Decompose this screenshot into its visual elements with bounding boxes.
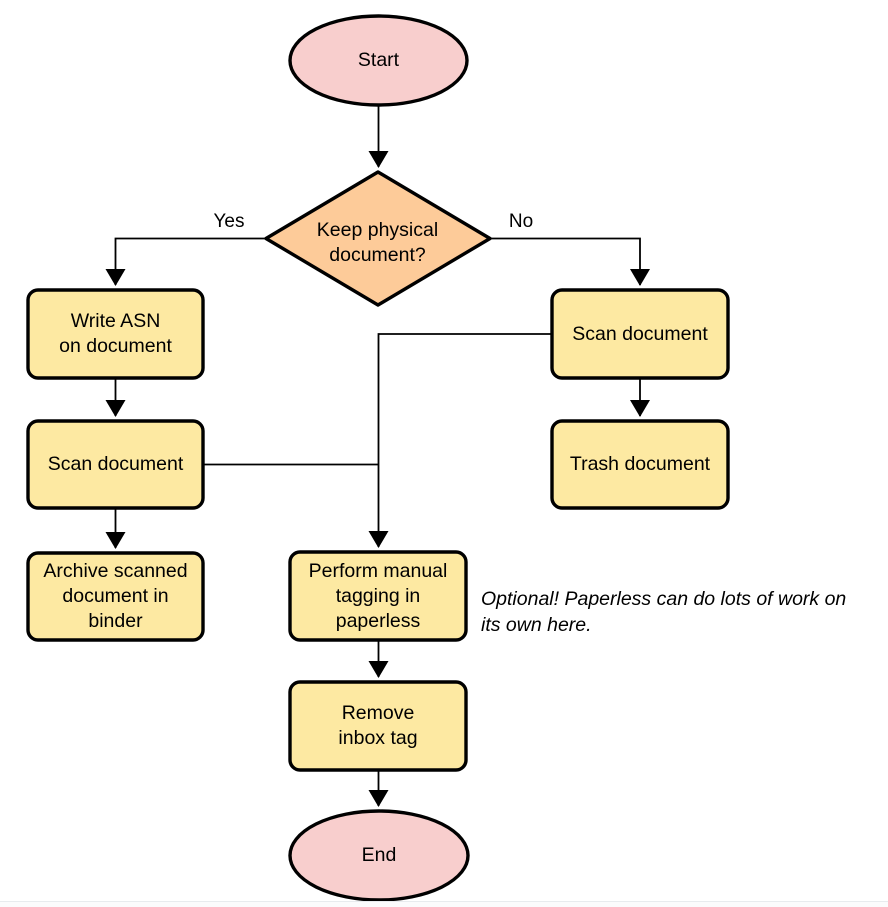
start-ellipse xyxy=(288,14,469,107)
edge-scanright-to-tagging xyxy=(368,333,552,548)
scan-left-box xyxy=(26,419,205,510)
end-ellipse xyxy=(288,809,470,902)
edge-decision-yes xyxy=(105,237,265,286)
decision-diamond xyxy=(264,170,492,307)
scan-right-box xyxy=(550,288,730,380)
archive-box xyxy=(26,551,205,642)
viewport-bottom-edge xyxy=(0,901,888,907)
remove-inbox-box xyxy=(288,680,468,772)
edge-decision-no xyxy=(490,237,650,286)
tagging-box xyxy=(288,550,468,642)
trash-box xyxy=(550,419,730,510)
write-asn-box xyxy=(26,288,205,380)
